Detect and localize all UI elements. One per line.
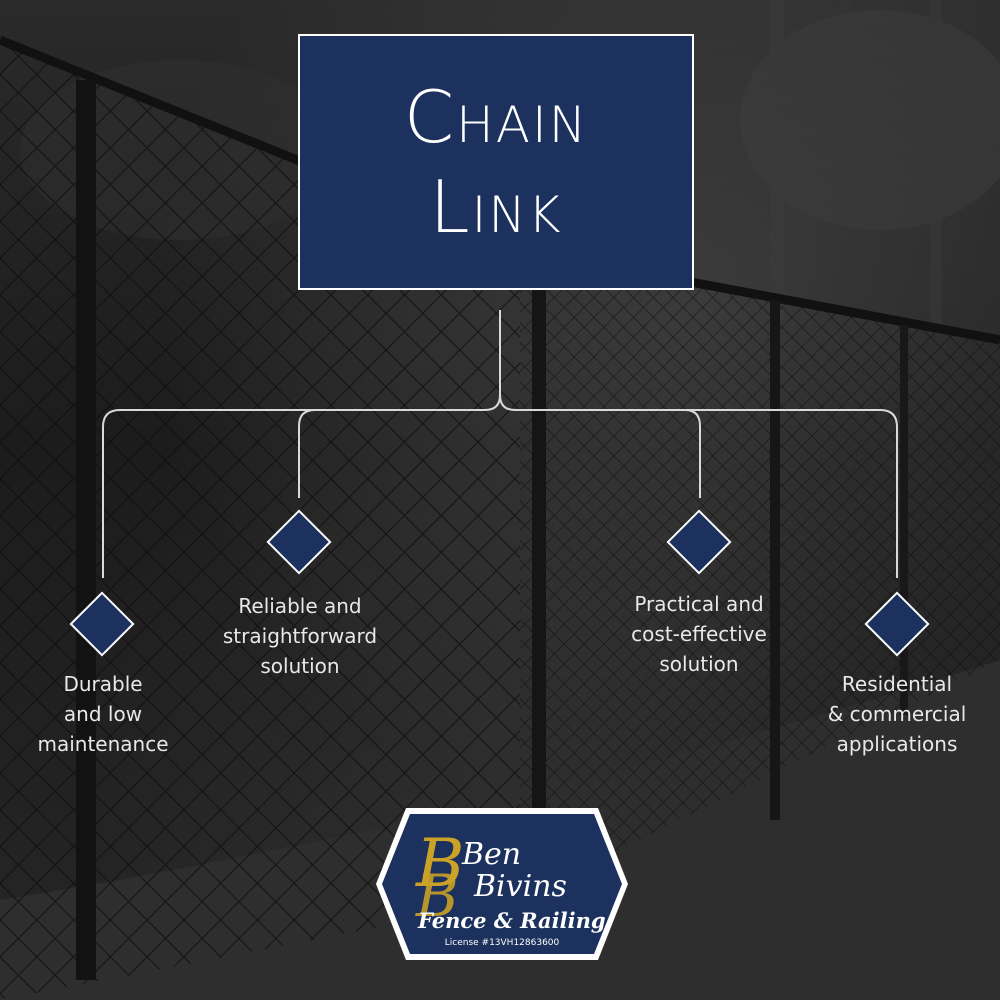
feature-residential: Residential & commercial applications [827,672,967,756]
logo-tagline: Fence & Railing [417,908,606,933]
company-logo: B B Ben Bivins Fence & Railing License #… [376,808,628,960]
logo-monogram-2: B [415,862,459,930]
logo-name-line-1: Ben [461,837,521,872]
feature-practical: Practical and cost-effective solution [631,592,767,676]
diamond-icon [69,591,135,657]
title-box: Chain Link [298,34,694,290]
feature-reliable: Reliable and straightforward solution [222,594,378,678]
fence-mesh-far [520,250,1000,900]
diamond-icon [266,509,332,575]
logo-monogram: B [415,825,465,902]
logo-name-line-2: Bivins [473,869,567,904]
feature-durable: Durable and low maintenance [37,672,169,756]
logo-badge-inner [382,814,622,954]
title-line-2: Link [429,165,563,249]
logo-license: License #13VH12863600 [445,938,560,948]
fence-post [900,325,908,715]
fence-post [532,250,546,900]
fence-post [770,300,780,820]
title-line-1: Chain [403,75,589,159]
connector-lines [102,310,898,578]
diamond-icon [666,509,732,575]
diamond-icon [864,591,930,657]
fence-post [76,80,96,980]
